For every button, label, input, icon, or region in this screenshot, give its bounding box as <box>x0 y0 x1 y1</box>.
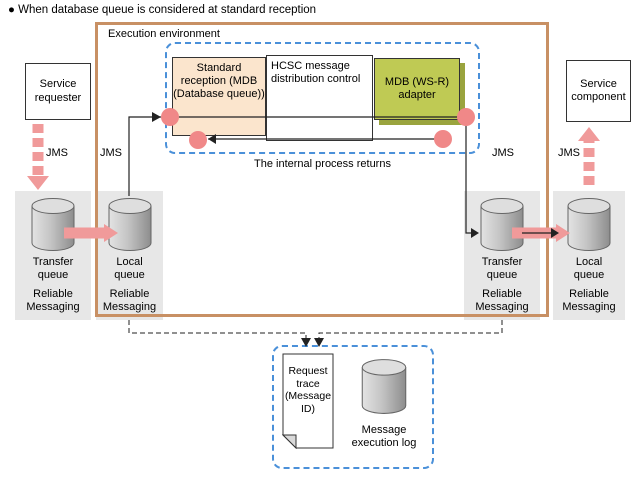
service-requester-box: Service requester <box>25 63 91 120</box>
diagram-title: ● When database queue is considered at s… <box>8 4 316 16</box>
right-trace-dashed-line <box>318 320 503 340</box>
local-queue-cylinder-icon <box>567 198 611 251</box>
queue-name: Transfer queue <box>32 256 74 282</box>
queue-product-label: Reliable Messaging <box>102 287 157 313</box>
queue-product-label: Reliable Messaging <box>562 287 616 313</box>
reliable-messaging-band-2: Local queue Reliable Messaging <box>96 191 163 320</box>
queue-name: Transfer queue <box>481 256 523 282</box>
internal-process-note: The internal process returns <box>254 158 391 170</box>
hcsc-message-distribution-control-box: HCSC message distribution control <box>266 55 373 141</box>
execution-environment-label: Execution environment <box>108 28 220 40</box>
bullet-icon: ● <box>8 4 15 16</box>
diagram-title-text: When database queue is considered at sta… <box>18 4 317 16</box>
message-execution-log-label: Message execution log <box>351 424 417 450</box>
request-trace-label: Request trace (Message ID) <box>284 365 332 415</box>
standard-reception-box: Standard reception (MDB (Database queue)… <box>172 57 266 136</box>
mdb-wsr-adapter-box: MDB (WS-R) adapter <box>374 58 460 120</box>
reliable-messaging-band-4: Local queue Reliable Messaging <box>553 191 625 320</box>
requester-to-transfer-pink-arrowhead <box>27 176 49 190</box>
reliable-messaging-band-3: Transfer queue Reliable Messaging <box>464 191 540 320</box>
left-trace-dashed-line <box>128 320 307 340</box>
transfer-queue-cylinder-icon <box>480 198 524 251</box>
execution-environment-box: Execution environment <box>95 22 549 317</box>
queue-name: Local queue <box>573 256 605 282</box>
request-trace-document: Request trace (Message ID) <box>281 353 334 450</box>
message-execution-log-cylinder-icon <box>361 359 407 414</box>
service-component-box: Service component <box>566 60 631 122</box>
document-icon <box>281 353 334 450</box>
jms-label-2: JMS <box>100 147 122 159</box>
jms-label-1: JMS <box>46 147 68 159</box>
queue-product-label: Reliable Messaging <box>475 287 529 313</box>
jms-label-3: JMS <box>492 147 514 159</box>
jms-label-4: JMS <box>558 147 580 159</box>
transfer-queue-cylinder-icon <box>31 198 75 251</box>
queue-product-label: Reliable Messaging <box>26 287 80 313</box>
reliable-messaging-band-1: Transfer queue Reliable Messaging <box>15 191 91 320</box>
local-queue-cylinder-icon <box>108 198 151 251</box>
queue-name: Local queue <box>114 256 145 282</box>
local-to-component-pink-arrowhead <box>578 127 600 141</box>
